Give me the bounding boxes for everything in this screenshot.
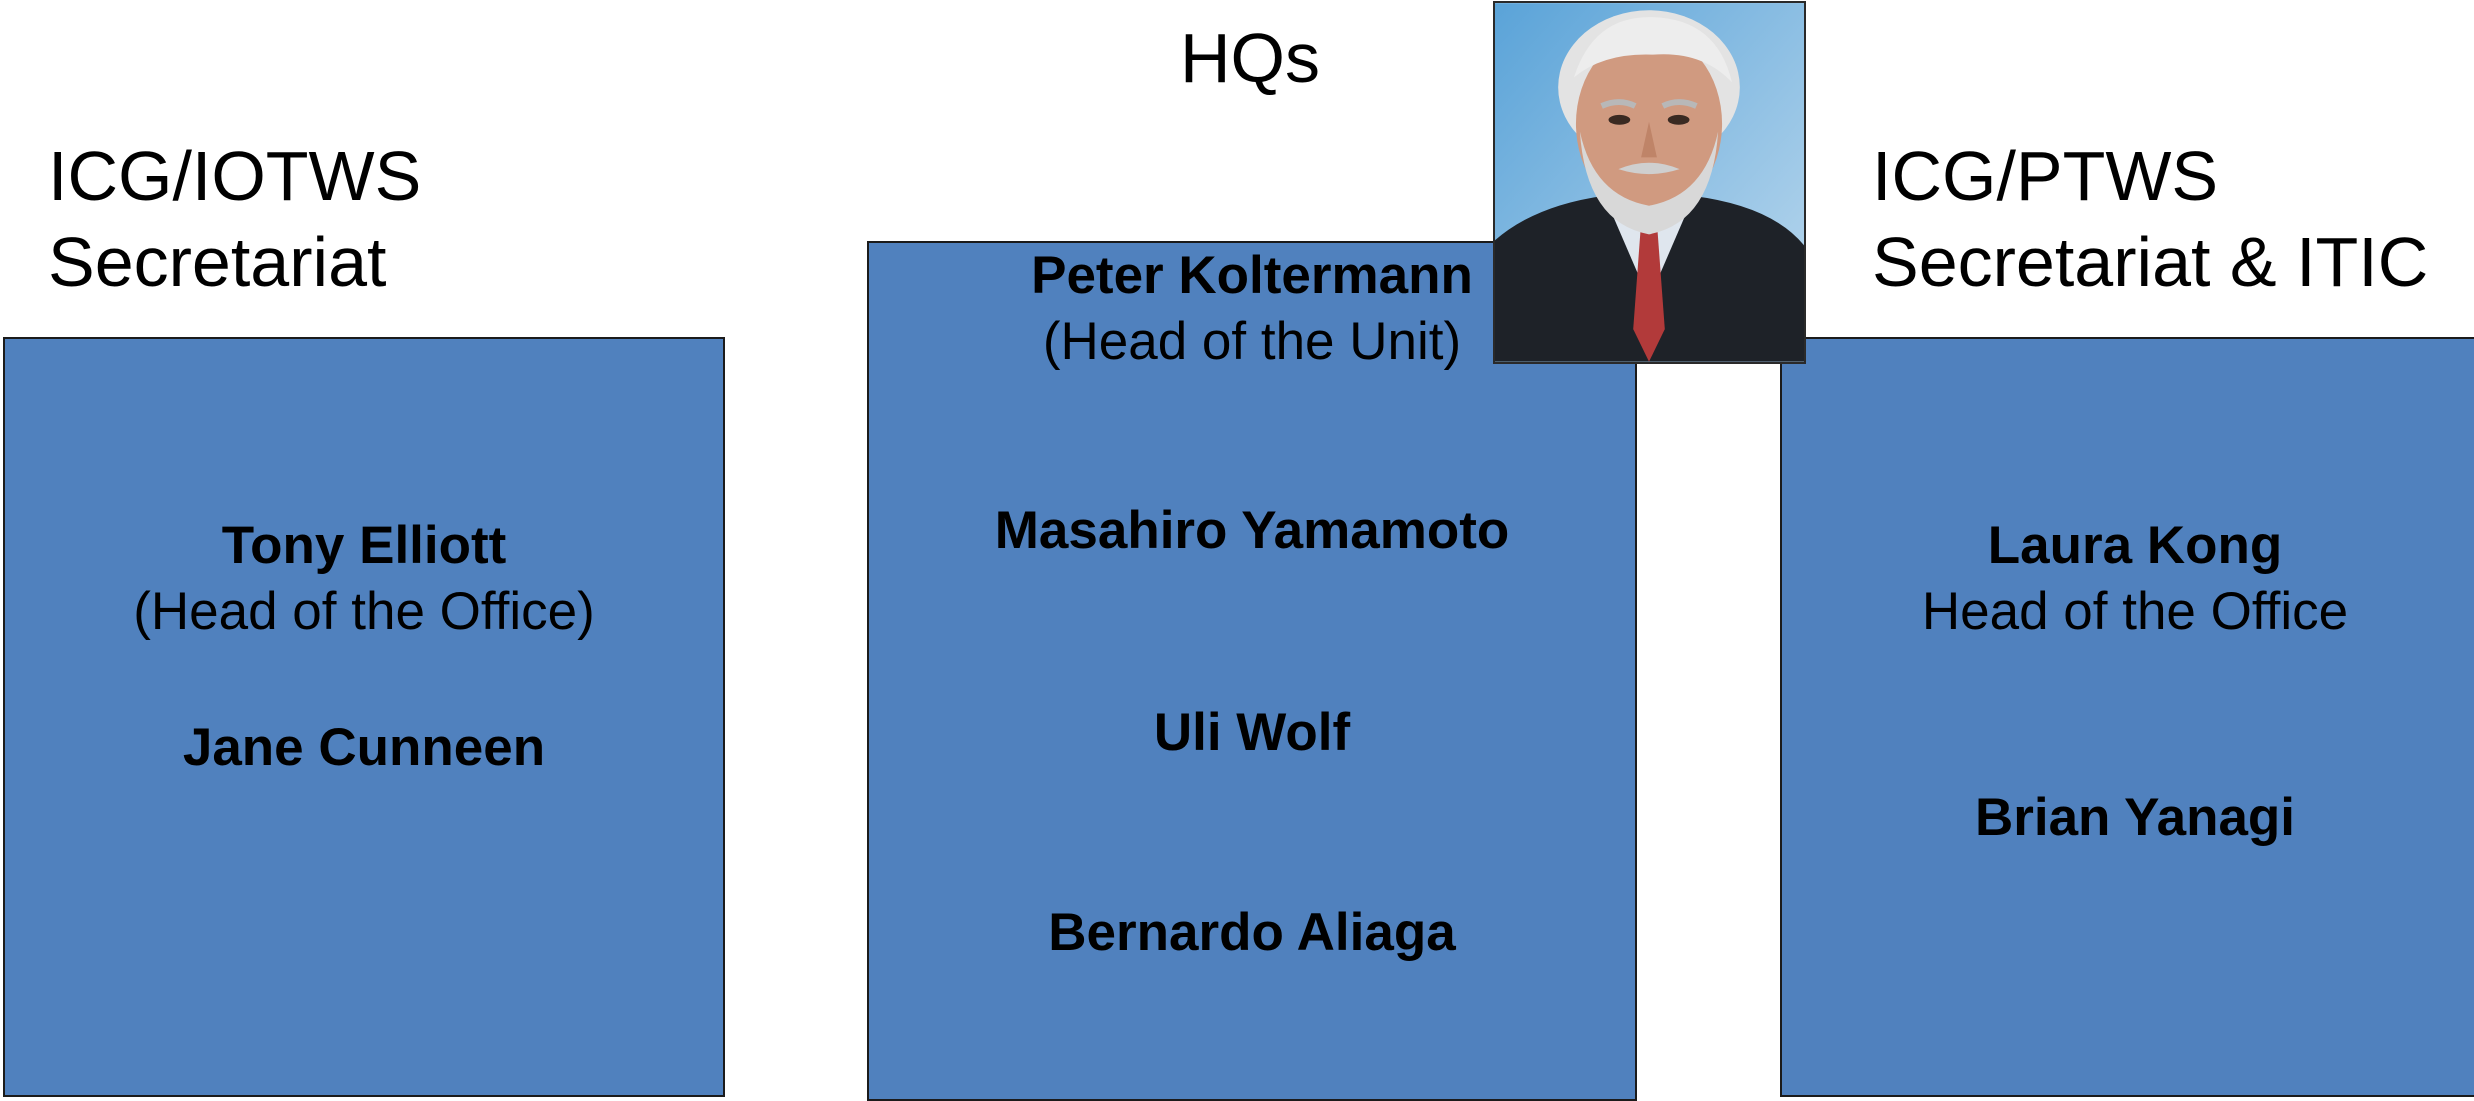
person-peter-koltermann: Peter Koltermann (Head of the Unit) (869, 243, 1635, 375)
person-uli-wolf: Uli Wolf (869, 700, 1635, 766)
person-name: Bernardo Aliaga (1048, 903, 1456, 962)
person-name: Masahiro Yamamoto (994, 501, 1510, 560)
ptws-heading-line-2: Secretariat & ITIC (1872, 223, 2429, 301)
person-tony-elliott: Tony Elliott (Head of the Office) (5, 513, 723, 645)
hqs-panel: Peter Koltermann (Head of the Unit) Masa… (867, 241, 1637, 1101)
person-role: Head of the Office (1921, 582, 2349, 641)
portrait-photo (1493, 1, 1806, 364)
person-brian-yanagi: Brian Yanagi (1782, 785, 2474, 851)
person-name: Brian Yanagi (1974, 788, 2296, 847)
person-role: (Head of the Unit) (1042, 312, 1462, 371)
person-bernardo-aliaga: Bernardo Aliaga (869, 900, 1635, 966)
person-name: Tony Elliott (221, 516, 507, 575)
person-name: Laura Kong (1987, 516, 2283, 575)
ptws-panel: Laura Kong Head of the Office Brian Yana… (1780, 337, 2474, 1097)
person-jane-cunneen: Jane Cunneen (5, 715, 723, 781)
iotws-heading-line-1: ICG/IOTWS (48, 137, 422, 215)
person-name: Jane Cunneen (182, 718, 546, 777)
portrait-photo-icon (1495, 3, 1804, 362)
ptws-heading-line-1: ICG/PTWS (1872, 137, 2219, 215)
iotws-heading-line-2: Secretariat (48, 223, 387, 301)
person-name: Uli Wolf (1153, 703, 1351, 762)
person-name: Peter Koltermann (1031, 246, 1473, 305)
hqs-heading: HQs (1180, 19, 1320, 97)
iotws-panel: Tony Elliott (Head of the Office) Jane C… (3, 337, 725, 1097)
ptws-heading: ICG/PTWS Secretariat & ITIC (1872, 133, 2428, 305)
person-masahiro-yamamoto: Masahiro Yamamoto (869, 498, 1635, 564)
person-laura-kong: Laura Kong Head of the Office (1782, 513, 2474, 645)
person-role: (Head of the Office) (133, 582, 595, 641)
iotws-heading: ICG/IOTWS Secretariat (48, 133, 421, 305)
